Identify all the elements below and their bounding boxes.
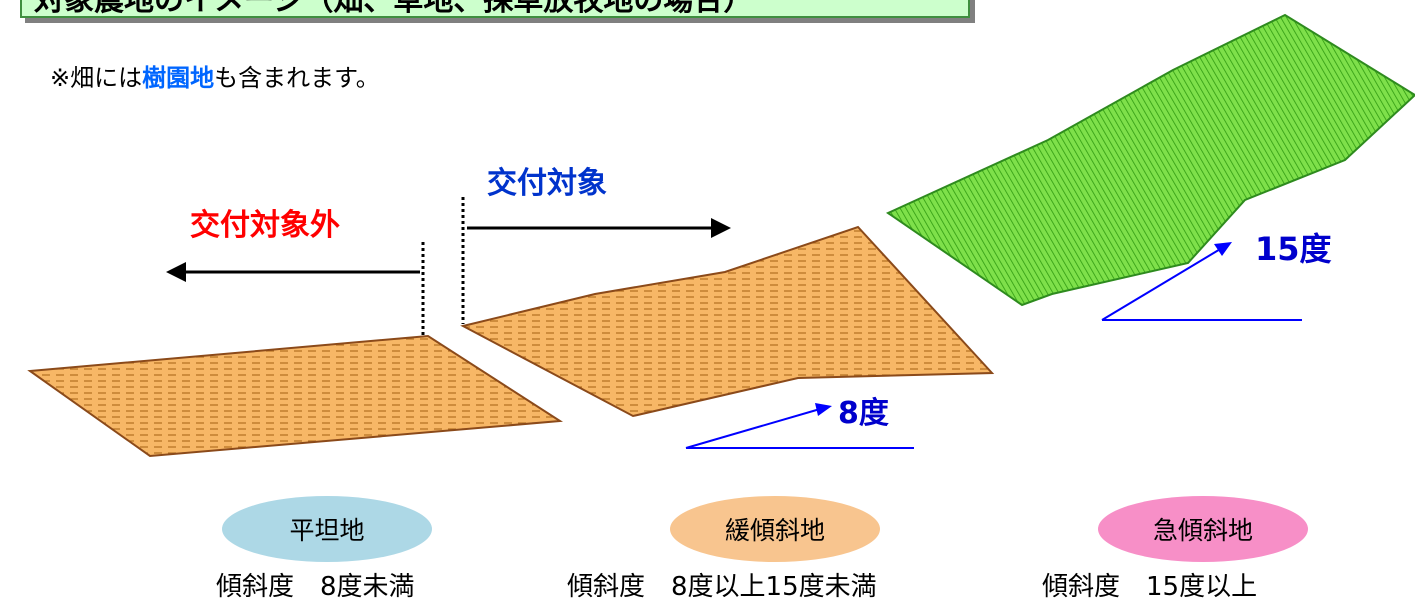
arrow-not-eligible-head [166, 262, 186, 282]
angle-8-head [815, 403, 832, 416]
note-prefix: ※畑には [50, 64, 143, 92]
note: ※畑には樹園地も含まれます。 [50, 58, 380, 93]
arrow-eligible-head [711, 218, 731, 238]
description-steep-slope: 傾斜度 15度以上 [1042, 572, 1258, 602]
steep-slope-field [885, 13, 1415, 307]
category-flat: 平坦地 [222, 496, 432, 562]
label-eligible: 交付対象 [487, 166, 607, 201]
gentle-slope-field [460, 225, 995, 418]
description-gentle-slope: 傾斜度 8度以上15度未満 [567, 572, 877, 602]
category-steep-slope: 急傾斜地 [1098, 496, 1308, 562]
flat-field [27, 334, 564, 458]
label-8-degrees: 8度 [838, 396, 889, 431]
label-15-degrees: 15度 [1255, 230, 1332, 268]
angle-8-line [685, 408, 821, 449]
label-not-eligible: 交付対象外 [190, 208, 340, 243]
category-gentle-slope: 緩傾斜地 [670, 496, 880, 562]
note-highlight: 樹園地 [142, 64, 215, 92]
description-flat: 傾斜度 8度未満 [216, 572, 415, 602]
note-suffix: も含まれます。 [214, 64, 380, 92]
angle-15-line [1101, 247, 1223, 321]
angle-15-head [1214, 242, 1232, 256]
page-title: 対象農地のイメージ（畑、草地、採草放牧地の場合） [20, 0, 970, 18]
